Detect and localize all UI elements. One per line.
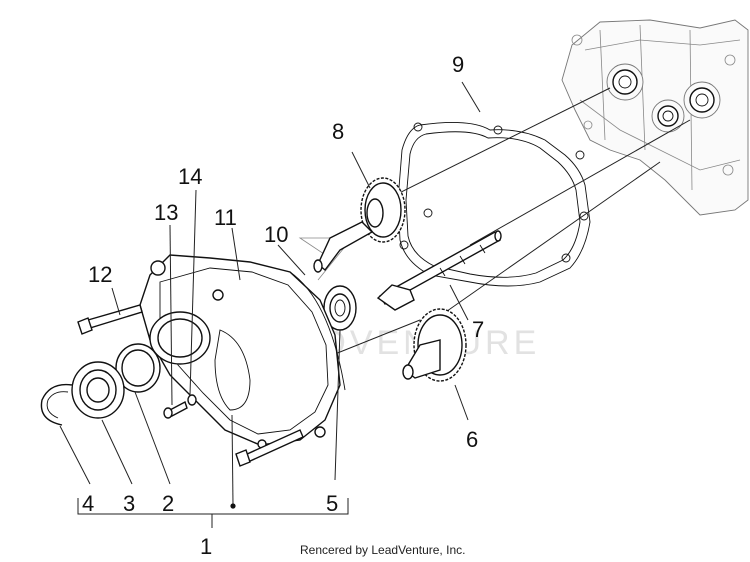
callout-14: 14: [178, 164, 202, 189]
bracket: [77, 498, 349, 528]
alignment-lines: [299, 87, 691, 369]
screw-12: [77, 304, 143, 335]
circlip-4: [40, 383, 73, 426]
transmission-housing: [561, 19, 749, 216]
main-shaft-7: [376, 230, 502, 311]
bolt-lower: [235, 429, 304, 467]
callout-6: 6: [466, 427, 478, 452]
callout-1: 1: [200, 534, 212, 559]
bearing-3: [71, 361, 125, 419]
callout-11: 11: [214, 205, 237, 230]
callout-2: 2: [162, 491, 174, 516]
gear-shaft-8: [313, 177, 406, 273]
callout-10: 10: [264, 222, 288, 247]
leader-lines: [59, 81, 481, 506]
callout-7: 7: [472, 317, 484, 342]
gear-shaft-6: [402, 308, 467, 382]
callout-8: 8: [332, 119, 344, 144]
callout-13: 13: [154, 200, 178, 225]
callout-9: 9: [452, 52, 464, 77]
gasket: [397, 121, 591, 287]
callout-5: 5: [326, 491, 338, 516]
seal-2: [115, 343, 161, 393]
callout-12: 12: [88, 262, 112, 287]
credit-text: Rencered by LeadVenture, Inc.: [300, 543, 465, 557]
callout-4: 4: [82, 491, 94, 516]
screw-13-washer-14: [163, 394, 197, 419]
callout-3: 3: [123, 491, 135, 516]
callout-labels: 1 2 3 4 5 6 7 8 9 10 11 12 13 14: [82, 52, 484, 559]
